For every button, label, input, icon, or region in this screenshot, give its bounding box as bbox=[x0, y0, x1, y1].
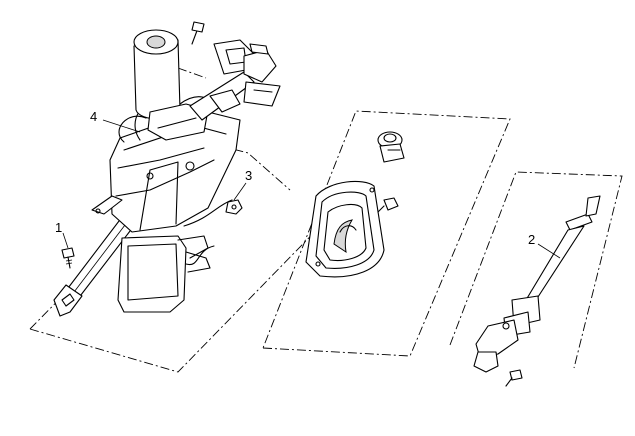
part-1-bolt bbox=[61, 247, 75, 269]
callout-2: 2 bbox=[528, 232, 535, 247]
callout-1: 1 bbox=[55, 220, 62, 235]
steering-column-assembly bbox=[53, 21, 281, 317]
grommet bbox=[377, 131, 405, 163]
cover-screw bbox=[377, 197, 399, 213]
boundary-column-cover bbox=[262, 110, 511, 357]
callout-3: 3 bbox=[245, 168, 252, 183]
callout-leaders bbox=[62, 119, 561, 259]
part-3-nut bbox=[225, 199, 243, 215]
callout-4: 4 bbox=[90, 109, 97, 124]
part-2-intermediate-shaft bbox=[473, 195, 601, 387]
column-cover-assembly bbox=[305, 131, 405, 278]
boundary-intermediate-shaft bbox=[449, 171, 623, 369]
bolt-upper bbox=[191, 21, 205, 45]
